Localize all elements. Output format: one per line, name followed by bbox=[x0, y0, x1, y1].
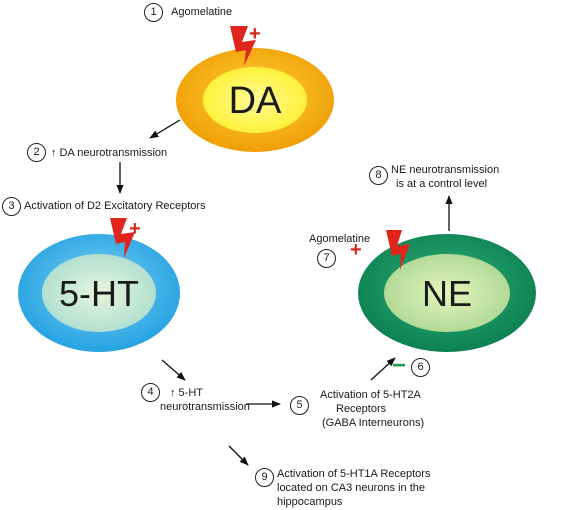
step-label-4-line2: neurotransmission bbox=[160, 401, 250, 413]
step-number-5: 5 bbox=[290, 396, 309, 415]
step-label-5-line3: (GABA Interneurons) bbox=[322, 417, 425, 429]
lightning-bolt-icon-da bbox=[230, 26, 256, 66]
step-label-7: Agomelatine bbox=[309, 233, 371, 245]
step-number-9: 9 bbox=[255, 468, 274, 487]
step-label-1: Agomelatine bbox=[171, 6, 233, 18]
step-label-8-line2: is at a control level bbox=[396, 178, 488, 190]
step-label-3: Activation of D2 Excitatory Receptors bbox=[24, 200, 206, 212]
lightning-bolt-icon-5ht bbox=[110, 218, 135, 258]
node-label-ne: NE bbox=[422, 273, 472, 314]
step-number-1: 1 bbox=[144, 3, 163, 22]
step-number-3: 3 bbox=[2, 197, 21, 216]
step-label-4-line1: ↑ 5-HT bbox=[170, 387, 203, 399]
step-label-5-line2: Receptors bbox=[336, 403, 387, 415]
step-label-5-line1: Activation of 5-HT2A bbox=[320, 389, 421, 401]
step-number-2: 2 bbox=[27, 143, 46, 162]
node-da bbox=[176, 48, 334, 152]
node-label-da: DA bbox=[229, 80, 282, 122]
arrow-step4-to-step9 bbox=[228, 445, 249, 466]
arrow-step5-to-ne bbox=[370, 357, 396, 381]
plus-sign-da: + bbox=[249, 23, 261, 45]
step-number-8: 8 bbox=[369, 166, 388, 185]
step-number-6: 6 bbox=[411, 358, 430, 377]
step-label-9-line2: located on CA3 neurons in the bbox=[277, 482, 425, 494]
minus-sign-6: − bbox=[392, 352, 407, 379]
plus-sign-ne: + bbox=[350, 239, 362, 261]
step-number-4: 4 bbox=[141, 383, 160, 402]
node-label-5ht: 5-HT bbox=[59, 273, 139, 314]
plus-sign-5ht: + bbox=[129, 218, 141, 240]
step-label-9-line3: hippocampus bbox=[277, 496, 343, 508]
node-5ht bbox=[18, 234, 180, 352]
step-label-2: ↑ DA neurotransmission bbox=[51, 147, 168, 159]
step-label-8-line1: NE neurotransmission bbox=[391, 164, 500, 176]
arrow-da-to-step2 bbox=[149, 119, 181, 139]
lightning-bolt-icon-ne bbox=[386, 230, 410, 270]
arrow-5ht-to-step4 bbox=[161, 359, 186, 381]
step-label-9-line1: Activation of 5-HT1A Receptors bbox=[277, 468, 431, 480]
step-number-7: 7 bbox=[317, 249, 336, 268]
